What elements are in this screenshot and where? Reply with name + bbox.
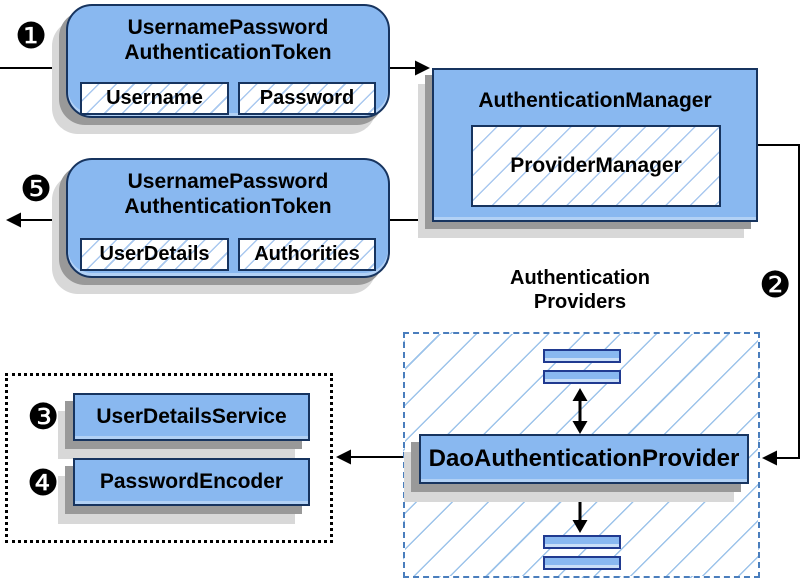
step-2-badge: ❷ (759, 265, 792, 306)
username-field-box: Username (80, 82, 229, 115)
collaborators-container (5, 373, 333, 543)
provider-manager-box: ProviderManager (471, 125, 721, 207)
provider-placeholder-bar (543, 370, 621, 384)
authentication-manager-title: AuthenticationManager (478, 89, 712, 112)
result-token-children: UserDetails Authorities (80, 238, 376, 271)
step-3-badge: ❸ (27, 397, 60, 438)
password-encoder-node: PasswordEncoder (73, 458, 310, 506)
password-field-box: Password (237, 82, 376, 115)
step-1-badge: ❶ (15, 16, 48, 57)
result-token-node: UsernamePassword AuthenticationToken Use… (66, 158, 390, 278)
authentication-providers-label: Authentication Providers (510, 267, 650, 313)
step-4-badge: ❹ (27, 463, 60, 504)
authentication-manager-node: AuthenticationManager ProviderManager (432, 68, 758, 222)
result-token-title: UsernamePassword AuthenticationToken (124, 170, 332, 218)
provider-placeholder-bar (543, 556, 621, 570)
dao-authentication-provider-node: DaoAuthenticationProvider (419, 434, 749, 484)
authorities-field-box: Authorities (237, 238, 376, 271)
step-5-badge: ❺ (20, 169, 53, 210)
provider-placeholder-bar (543, 349, 621, 363)
request-token-children: Username Password (80, 82, 376, 115)
request-token-node: UsernamePassword AuthenticationToken Use… (66, 4, 390, 118)
user-details-field-box: UserDetails (80, 238, 229, 271)
request-token-title: UsernamePassword AuthenticationToken (124, 16, 332, 64)
provider-placeholder-bar (543, 535, 621, 549)
user-details-service-node: UserDetailsService (73, 393, 310, 441)
